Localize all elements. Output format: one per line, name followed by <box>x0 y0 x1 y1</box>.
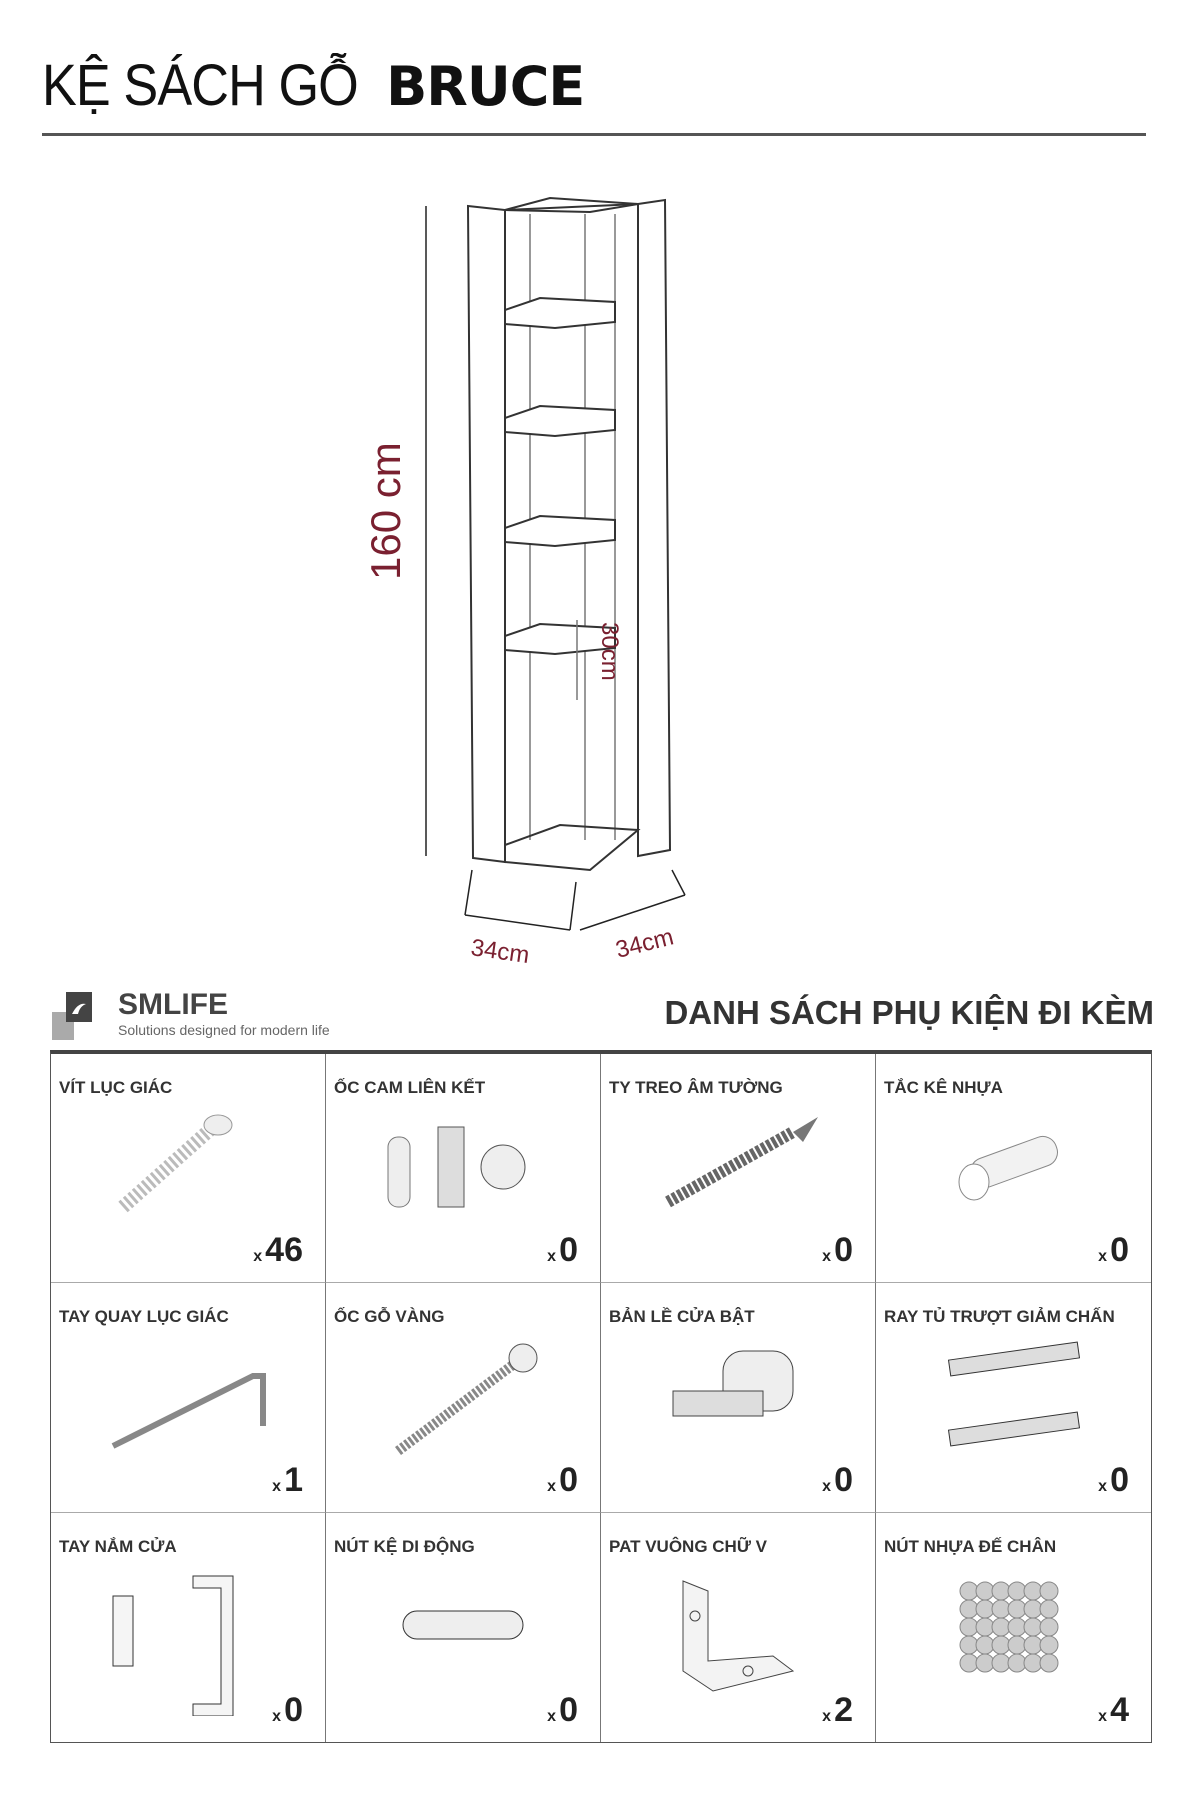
door-handle-icon <box>112 1575 234 1717</box>
hex-screw-icon <box>118 1114 233 1213</box>
accessory-quantity: x0 <box>547 1231 578 1270</box>
shelf-board <box>504 622 616 656</box>
accessory-label: TY TREO ÂM TƯỜNG <box>609 1078 783 1097</box>
qty-prefix: x <box>272 1477 282 1495</box>
qty-prefix: x <box>547 1248 557 1266</box>
qty-value: 1 <box>284 1460 303 1499</box>
qty-value: 0 <box>559 1460 578 1499</box>
shelf-board <box>504 404 616 438</box>
qty-prefix: x <box>822 1707 832 1725</box>
accessory-cell: TẮC KÊ NHỰA x0 <box>876 1054 1151 1284</box>
qty-value: 0 <box>284 1690 303 1729</box>
accessory-quantity: x0 <box>1098 1461 1129 1500</box>
allen-key-icon <box>111 1373 266 1449</box>
qty-prefix: x <box>1098 1477 1108 1495</box>
height-label: 160 cm <box>362 442 409 580</box>
accessory-quantity: x0 <box>822 1231 853 1270</box>
cam-lock-icon <box>387 1126 526 1208</box>
accessory-quantity: x0 <box>822 1461 853 1500</box>
accessory-quantity: x0 <box>547 1461 578 1500</box>
accessory-label: ỐC GỖ VÀNG <box>334 1307 445 1327</box>
accessory-label: TAY NẮM CỬA <box>59 1536 177 1556</box>
accessory-quantity: x4 <box>1098 1691 1129 1730</box>
qty-value: 0 <box>559 1231 578 1270</box>
qty-value: 0 <box>834 1231 853 1270</box>
bookshelf-drawing: 160 cm 30cm 34cm 34cm <box>362 196 686 969</box>
accessory-cell: PAT VUÔNG CHỮ V x2 <box>601 1512 876 1742</box>
accessory-cell: TAY QUAY LỤC GIÁC x1 <box>51 1283 326 1513</box>
accessory-cell: NÚT NHỰA ĐẾ CHÂN x4 <box>876 1513 1151 1742</box>
qty-value: 46 <box>265 1231 303 1270</box>
accessory-label: PAT VUÔNG CHỮ V <box>609 1536 767 1556</box>
wall-anchor-bolt-icon <box>665 1116 818 1208</box>
wood-screw-icon <box>395 1343 538 1456</box>
shelf-board <box>504 296 616 330</box>
qty-prefix: x <box>253 1248 263 1266</box>
page-title: KỆ SÁCH GỖ BRUCE <box>42 52 585 119</box>
qty-value: 0 <box>559 1690 578 1729</box>
accessory-label: BẢN LỀ CỬA BẬT <box>609 1307 755 1327</box>
qty-prefix: x <box>272 1707 282 1725</box>
shelf-pin-icon <box>402 1610 524 1640</box>
qty-value: 0 <box>834 1460 853 1499</box>
qty-value: 0 <box>1110 1460 1129 1499</box>
qty-prefix: x <box>822 1477 832 1495</box>
accessory-cell: RAY TỦ TRƯỢT GIẢM CHẤN x0 <box>876 1283 1151 1513</box>
drawer-rail-icon <box>947 1341 1080 1447</box>
divider <box>42 133 1146 136</box>
accessory-label: VÍT LỤC GIÁC <box>59 1078 173 1097</box>
accessory-quantity: x0 <box>547 1691 578 1730</box>
accessory-label: NÚT NHỰA ĐẾ CHÂN <box>884 1536 1057 1556</box>
qty-prefix: x <box>1098 1248 1108 1266</box>
accessory-quantity: x1 <box>272 1461 303 1500</box>
brand-name: SMLIFE <box>118 988 228 1021</box>
accessory-cell: NÚT KỆ DI ĐỘNG x0 <box>326 1512 601 1742</box>
accessory-cell: TY TREO ÂM TƯỜNG x0 <box>601 1054 876 1284</box>
accessory-cell: ỐC CAM LIÊN KẾT x0 <box>326 1054 601 1284</box>
shelf-gap-label: 30cm <box>596 622 623 681</box>
accessory-label: TẮC KÊ NHỰA <box>884 1078 1003 1097</box>
title-bold: BRUCE <box>386 55 585 118</box>
accessory-quantity: x2 <box>822 1691 853 1730</box>
accessory-cell: BẢN LỀ CỬA BẬT x0 <box>601 1283 876 1513</box>
shelf-board <box>504 514 616 548</box>
plastic-feet-icon <box>959 1581 1058 1673</box>
accessory-label: ỐC CAM LIÊN KẾT <box>334 1078 486 1097</box>
qty-value: 4 <box>1110 1690 1129 1729</box>
brand-tagline: Solutions designed for modern life <box>118 1022 330 1038</box>
accessory-label: RAY TỦ TRƯỢT GIẢM CHẤN <box>884 1307 1115 1327</box>
accessory-quantity: x46 <box>253 1231 303 1270</box>
qty-prefix: x <box>547 1707 557 1725</box>
plastic-anchor-icon <box>958 1135 1058 1201</box>
accessory-cell: ỐC GỖ VÀNG x0 <box>326 1283 601 1513</box>
qty-prefix: x <box>547 1477 557 1495</box>
width-right-label: 34cm <box>613 923 676 963</box>
accessory-label: TAY QUAY LỤC GIÁC <box>59 1307 229 1327</box>
angle-bracket-icon <box>682 1580 795 1692</box>
accessory-cell: VÍT LỤC GIÁC x46 <box>51 1054 326 1284</box>
qty-prefix: x <box>1098 1707 1108 1725</box>
accessory-quantity: x0 <box>1098 1231 1129 1270</box>
qty-prefix: x <box>822 1248 832 1266</box>
smlife-logo-icon <box>52 992 92 1040</box>
width-left-label: 34cm <box>469 934 531 969</box>
accessories-title: DANH SÁCH PHỤ KIỆN ĐI KÈM <box>664 994 1154 1031</box>
accessory-quantity: x0 <box>272 1691 303 1730</box>
qty-value: 0 <box>1110 1231 1129 1270</box>
qty-value: 2 <box>834 1690 853 1729</box>
accessory-cell: TAY NẮM CỬA x0 <box>51 1512 326 1742</box>
accessory-label: NÚT KỆ DI ĐỘNG <box>334 1536 475 1556</box>
hinge-icon <box>672 1350 794 1417</box>
title-light: KỆ SÁCH GỖ <box>42 53 359 118</box>
